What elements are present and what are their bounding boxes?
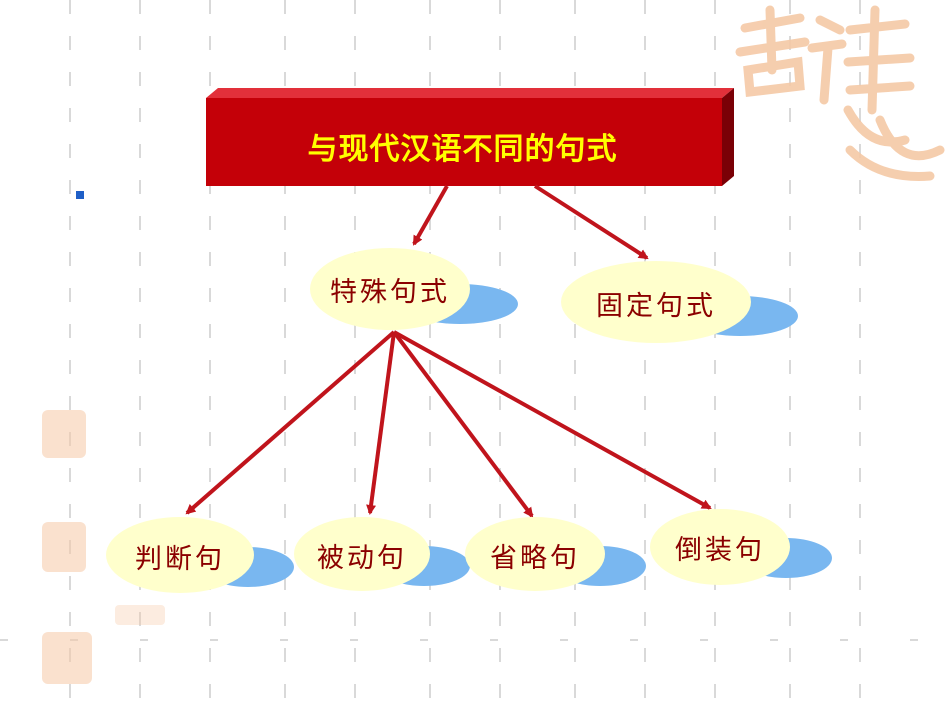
arrow-title-to-special [412, 185, 449, 246]
node-omission-ellipse [465, 517, 605, 591]
node-inversion-ellipse [650, 509, 790, 585]
node-omission-label: 省略句 [490, 542, 580, 574]
arrow-special-to-inversion [393, 330, 712, 510]
small-seal-icon [42, 410, 165, 684]
connector-arrows [185, 184, 712, 518]
diagram-title: 与现代汉语不同的句式 [307, 132, 618, 167]
auspicious-seal-icon [735, 5, 945, 181]
arrow-special-to-judgment [185, 330, 396, 515]
node-passive-label: 被动句 [317, 542, 407, 574]
node-special-ellipse [310, 248, 470, 330]
node-special-label: 特殊句式 [330, 276, 450, 308]
node-shapes [106, 248, 832, 593]
node-fixed-ellipse [561, 261, 751, 343]
node-judgment-ellipse [106, 517, 254, 593]
arrow-special-to-passive [366, 331, 396, 515]
arrow-special-to-omission [392, 330, 534, 518]
node-fixed-label: 固定句式 [596, 290, 716, 322]
bullet-square-icon [76, 191, 84, 199]
title-box [206, 88, 734, 186]
node-passive-ellipse [294, 517, 430, 591]
arrow-title-to-fixed [533, 184, 649, 260]
node-judgment-label: 判断句 [135, 543, 225, 575]
node-inversion-label: 倒装句 [675, 534, 765, 566]
